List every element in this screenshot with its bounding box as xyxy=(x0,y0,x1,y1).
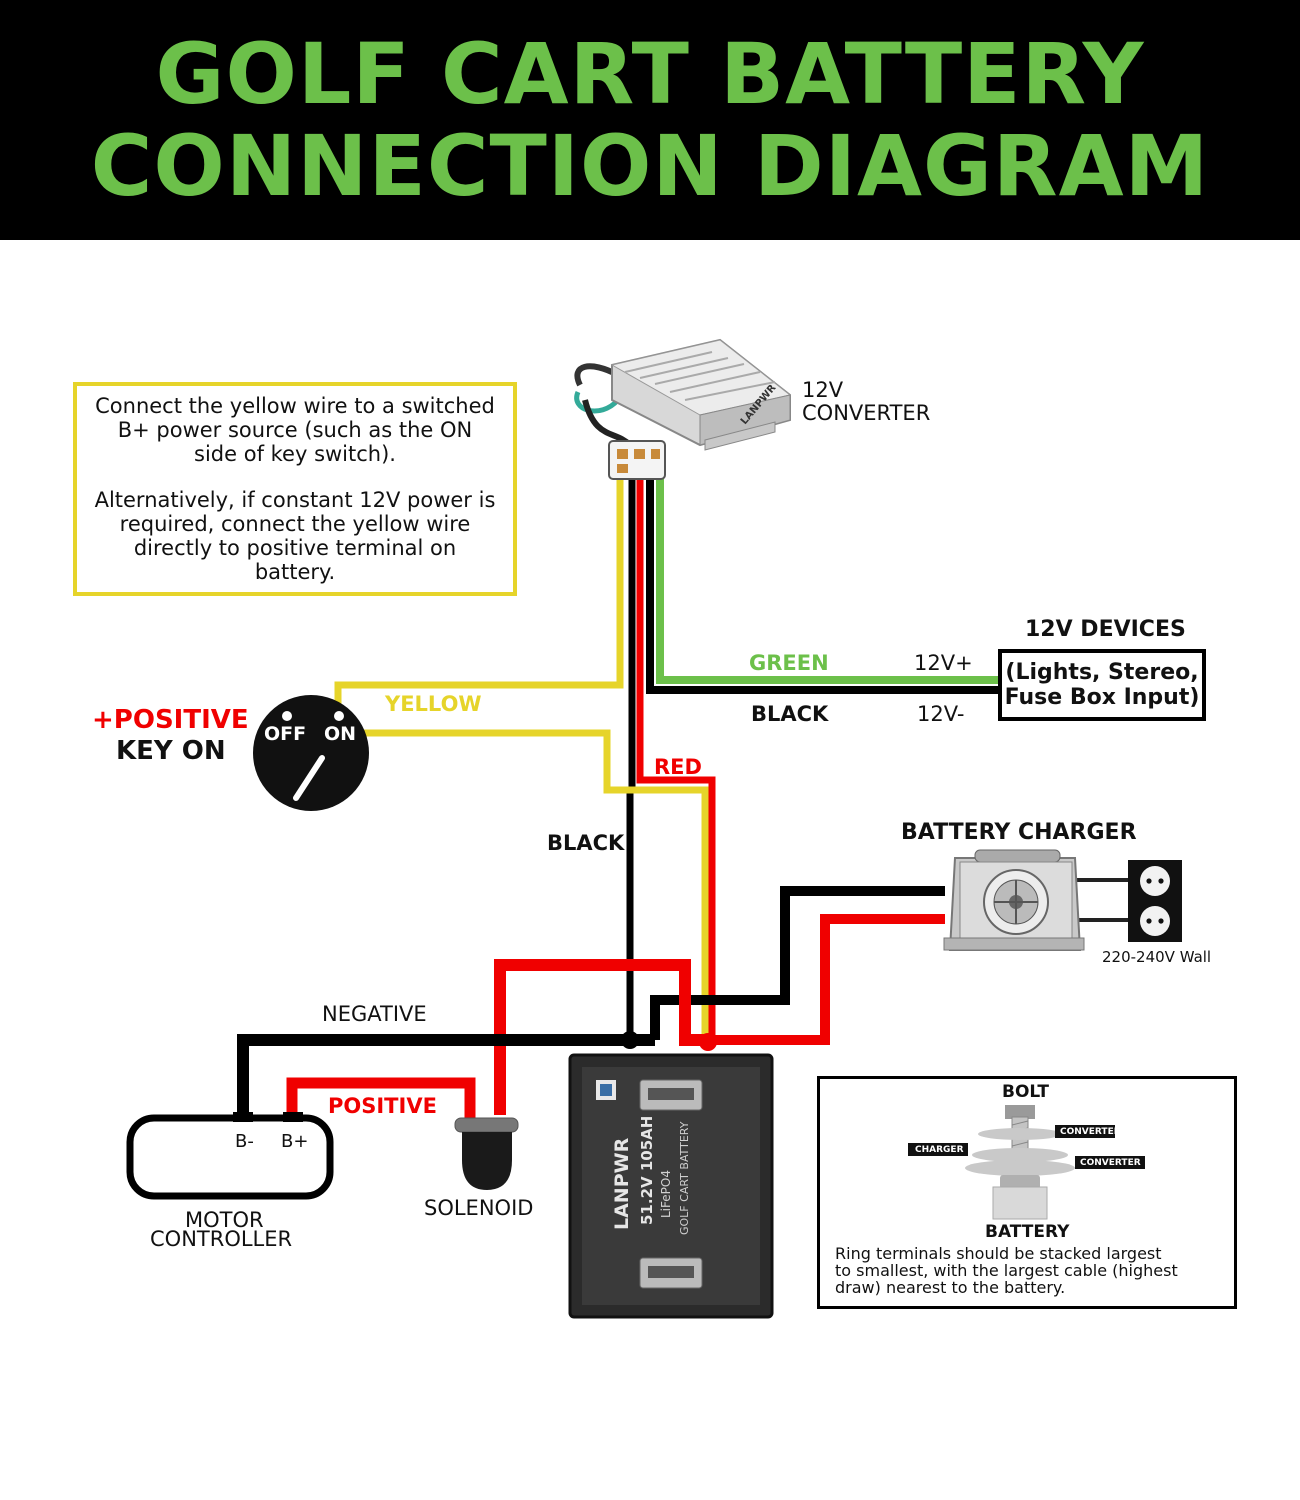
charger-title: BATTERY CHARGER xyxy=(901,820,1137,845)
bolt-info-box xyxy=(817,1076,1237,1309)
charger-positive-wire xyxy=(708,914,945,1045)
bolt-stack-illustration xyxy=(908,1105,1145,1220)
v-minus-label: 12V- xyxy=(917,702,965,726)
converter-label-line-2: CONVERTER xyxy=(802,401,931,425)
yellow-wire-key-in xyxy=(334,475,624,712)
red-wire-converter xyxy=(636,475,716,1042)
bolt-converter-tag-1: CONVERTER xyxy=(1060,1127,1121,1137)
yellow-wire-label: YELLOW xyxy=(385,692,482,716)
v-plus-label: 12V+ xyxy=(914,651,973,675)
solenoid-icon xyxy=(454,1117,519,1190)
black-wire-converter-ground xyxy=(626,475,636,1040)
black-wire-12v-minus xyxy=(646,475,998,694)
converter-label-line-1: 12V xyxy=(802,378,844,402)
battery-chemistry: LiFePO4 xyxy=(659,1170,673,1218)
bolt-converter-tag-2: CONVERTER xyxy=(1080,1158,1141,1168)
key-on-text: KEY ON xyxy=(116,736,226,766)
bolt-text-line-2: to smallest, with the largest cable (hig… xyxy=(835,1261,1178,1280)
devices-line-2: Fuse Box Input) xyxy=(1004,685,1200,710)
key-on-dot xyxy=(334,711,344,721)
battery-positive-terminal xyxy=(699,1033,717,1051)
bolt-text-line-3: draw) nearest to the battery. xyxy=(835,1278,1066,1297)
solenoid-to-controller-cable xyxy=(286,1077,476,1120)
black-wire-top-label: BLACK xyxy=(751,702,829,726)
bolt-charger-tag: CHARGER xyxy=(915,1145,964,1155)
key-on-label: ON xyxy=(324,723,356,745)
red-wire-label: RED xyxy=(654,755,702,779)
green-wire-label: GREEN xyxy=(749,651,829,675)
black-wire-mid-label: BLACK xyxy=(547,831,625,855)
note-paragraph-1: Connect the yellow wire to a switched B+… xyxy=(95,394,495,466)
key-switch[interactable] xyxy=(253,695,369,811)
converter-icon xyxy=(574,338,792,480)
key-pointer xyxy=(293,755,325,801)
charger-icon xyxy=(943,849,1085,951)
title-line-2: CONNECTION DIAGRAM xyxy=(90,117,1210,215)
battery-icon xyxy=(568,1053,774,1319)
wall-socket-bottom xyxy=(1140,906,1170,936)
charger-negative-wire xyxy=(650,886,945,1040)
main-positive-cable xyxy=(494,959,712,1115)
solenoid-label: SOLENOID xyxy=(424,1196,534,1220)
yellow-wire-key-out xyxy=(340,729,709,1040)
negative-label: NEGATIVE xyxy=(322,1002,427,1026)
wall-socket-top xyxy=(1140,866,1170,896)
positive-label: POSITIVE xyxy=(328,1094,437,1118)
main-negative-cable xyxy=(237,1034,655,1118)
key-off-label: OFF xyxy=(264,723,306,745)
battery-negative-terminal xyxy=(621,1031,639,1049)
wall-label: 220-240V Wall xyxy=(1102,948,1212,966)
motor-bminus-label: B- xyxy=(235,1131,254,1152)
bolt-battery-label: BATTERY xyxy=(985,1222,1070,1242)
bolt-text-line-1: Ring terminals should be stacked largest xyxy=(835,1244,1162,1263)
title-line-1: GOLF CART BATTERY xyxy=(155,25,1145,123)
bolt-title: BOLT xyxy=(1002,1082,1050,1102)
battery-spec: 51.2V 105AH xyxy=(638,1116,656,1225)
key-positive-label: +POSITIVE xyxy=(92,705,249,735)
header-banner: GOLF CART BATTERY CONNECTION DIAGRAM xyxy=(0,0,1300,240)
note-paragraph-2: Alternatively, if constant 12V power is … xyxy=(94,488,496,584)
key-off-dot xyxy=(282,711,292,721)
devices-box: (Lights, Stereo, Fuse Box Input) xyxy=(998,649,1206,721)
green-wire xyxy=(656,475,998,684)
motor-controller xyxy=(126,1114,334,1200)
motor-bplus-label: B+ xyxy=(281,1131,309,1152)
motor-label-line-1: MOTOR xyxy=(185,1208,264,1232)
battery-subtitle: GOLF CART BATTERY xyxy=(678,1121,691,1235)
devices-line-1: (Lights, Stereo, xyxy=(1005,660,1199,685)
battery-brand: LANPWR xyxy=(611,1137,633,1230)
motor-label-line-2: CONTROLLER xyxy=(150,1227,293,1251)
instruction-note: Connect the yellow wire to a switched B+… xyxy=(73,382,517,596)
devices-title: 12V DEVICES xyxy=(1025,617,1186,642)
